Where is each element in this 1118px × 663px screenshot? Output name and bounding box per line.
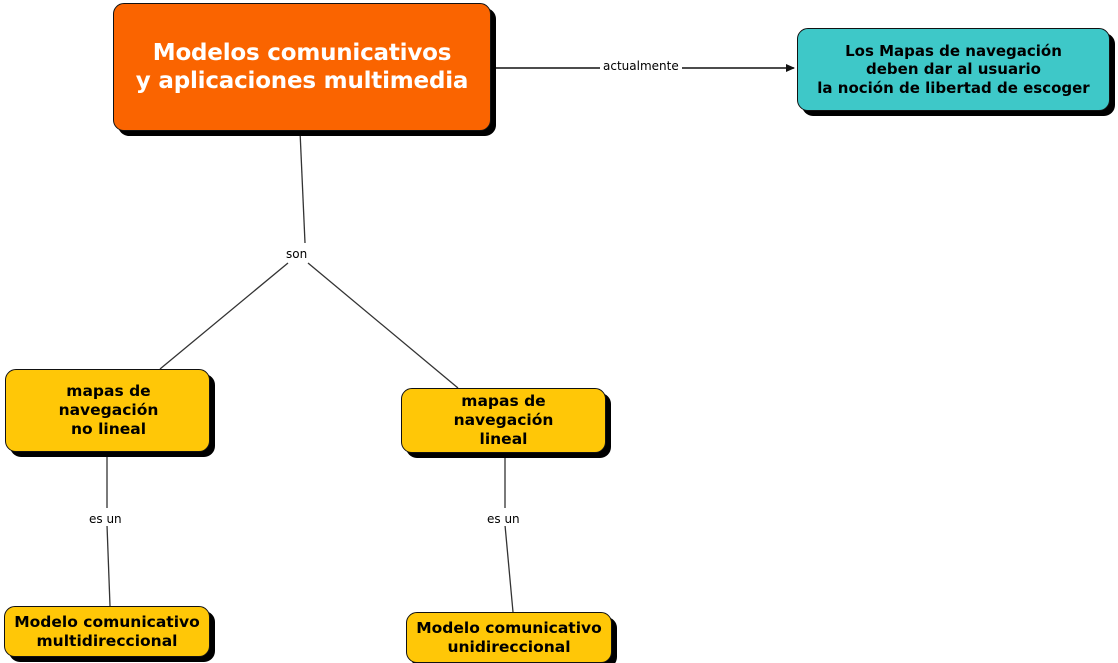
node-mapas-no-lineal[interactable]: mapas de navegación no lineal [5, 369, 210, 452]
edge-label-actualmente: actualmente [600, 59, 682, 74]
edge-branch-to-no-lineal [159, 262, 289, 370]
edge-label-son: son [283, 247, 311, 262]
node-modelo-multidireccional[interactable]: Modelo comunicativo multidireccional [4, 606, 210, 657]
node-root[interactable]: Modelos comunicativos y aplicaciones mul… [113, 3, 491, 131]
edge-branch-to-lineal [307, 262, 459, 389]
edge-lineal-to-unidireccional-lower [504, 524, 514, 613]
node-modelo-unidireccional[interactable]: Modelo comunicativo unidireccional [406, 612, 612, 663]
edge-label-es-un-right: es un [484, 512, 523, 527]
edge-label-es-un-left: es un [86, 512, 125, 527]
edge-no-lineal-to-multidireccional-lower [106, 524, 111, 607]
node-mapas-navegacion-libertad[interactable]: Los Mapas de navegación deben dar al usu… [797, 28, 1110, 111]
edge-root-to-branch [299, 130, 306, 244]
node-mapas-lineal[interactable]: mapas de navegación lineal [401, 388, 606, 453]
